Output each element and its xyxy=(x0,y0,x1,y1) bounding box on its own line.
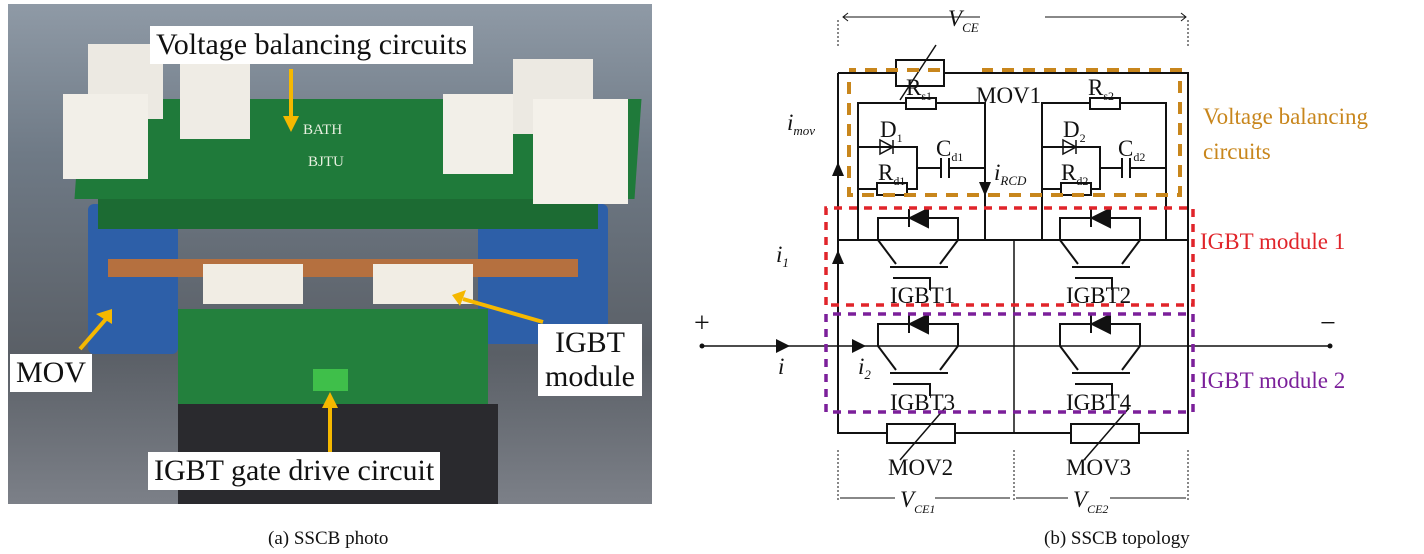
caption-b: (b) SSCB topology xyxy=(1044,528,1190,549)
capacitor xyxy=(180,64,250,139)
i1-label: i1 xyxy=(776,242,789,270)
rs2-label: Rs2 xyxy=(1088,75,1114,103)
rd2-label: Rd2 xyxy=(1061,160,1088,188)
connector xyxy=(313,369,348,391)
blue-mov-housing xyxy=(88,204,178,354)
label-igbt-line1: IGBT xyxy=(555,326,625,359)
igbt2-label: IGBT2 xyxy=(1066,283,1131,308)
label-igbt-line2: module xyxy=(545,360,635,393)
voltage-balancing-box xyxy=(847,68,1182,197)
vce1-label: VCE1 xyxy=(900,487,935,516)
igbt3-label: IGBT3 xyxy=(890,390,955,415)
i-label: i xyxy=(778,354,784,379)
label-mov: MOV xyxy=(10,354,93,392)
cd2-label: Cd2 xyxy=(1118,136,1145,164)
i-mov-label: imov xyxy=(787,110,815,138)
caption-a: (a) SSCB photo xyxy=(268,528,389,549)
igbt-symbol-2 xyxy=(1059,207,1141,290)
igbt-module2-box xyxy=(824,312,1195,414)
capacitor xyxy=(443,94,513,174)
board-logo: BJTU xyxy=(308,154,344,170)
rs1-label: Rs1 xyxy=(906,75,932,103)
mov3-label: MOV3 xyxy=(1066,455,1131,480)
middle-pcb xyxy=(98,199,598,229)
legend-circuits: circuits xyxy=(1203,139,1271,164)
minus-terminal-label: − xyxy=(1320,308,1336,339)
d1-label: D1 xyxy=(880,117,903,145)
mov2-label: MOV2 xyxy=(888,455,953,480)
i-rcd-label: iRCD xyxy=(994,160,1027,188)
legend-igbt-module-1: IGBT module 1 xyxy=(1200,229,1345,254)
vce-label: VCE xyxy=(948,6,979,35)
igbt-module-block xyxy=(203,264,303,304)
label-igbt-module: IGBT module xyxy=(538,324,642,396)
rd1-label: Rd1 xyxy=(878,160,905,188)
i2-label: i2 xyxy=(858,354,871,382)
vce2-label: VCE2 xyxy=(1073,487,1108,516)
label-voltage-balancing-circuits: Voltage balancing circuits xyxy=(150,26,474,64)
igbt-symbol-3 xyxy=(877,313,959,396)
igbt-symbol-1 xyxy=(877,207,959,290)
igbt-module1-box xyxy=(824,206,1195,307)
sscb-photo: BATH BJTU Voltage balancing circuits MOV… xyxy=(8,4,652,504)
board-logo: BATH xyxy=(303,122,343,138)
igbt1-label: IGBT1 xyxy=(890,283,955,308)
label-igbt-gate-drive-circuit: IGBT gate drive circuit xyxy=(148,452,441,490)
mov1-label: MOV1 xyxy=(976,83,1041,108)
cd1-label: Cd1 xyxy=(936,136,963,164)
igbt4-label: IGBT4 xyxy=(1066,390,1132,415)
igbt-symbol-4 xyxy=(1059,313,1141,396)
photo-arrows xyxy=(78,69,544,452)
legend-voltage-balancing: Voltage balancing xyxy=(1203,104,1368,129)
d2-label: D2 xyxy=(1063,117,1086,145)
legend-igbt-module-2: IGBT module 2 xyxy=(1200,368,1345,393)
capacitor xyxy=(533,99,628,204)
capacitor xyxy=(63,94,148,179)
mov1-symbol xyxy=(895,59,945,87)
plus-terminal-label: + xyxy=(694,308,710,339)
